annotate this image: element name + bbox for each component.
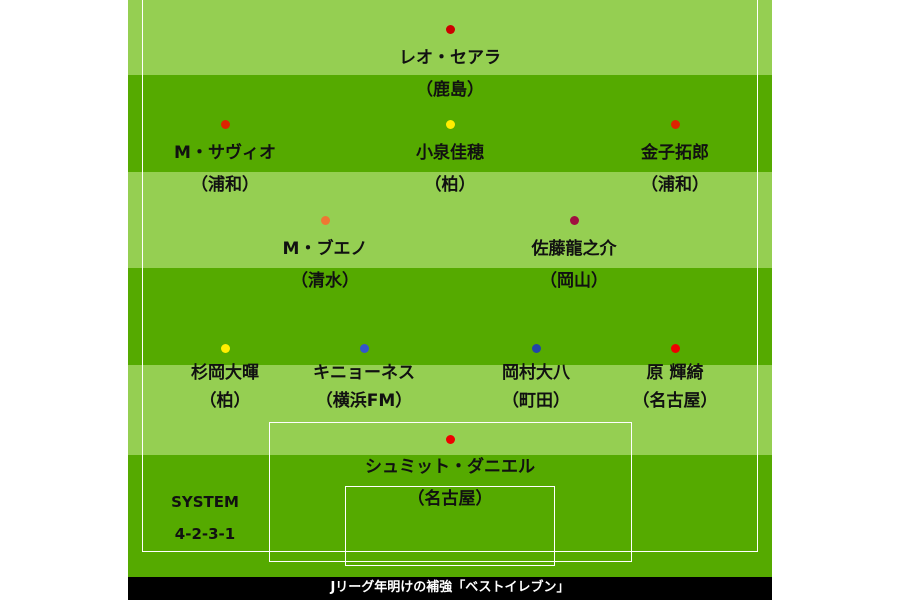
player-dot <box>445 120 455 129</box>
player-team: （柏） <box>199 391 251 411</box>
player-dot <box>531 344 541 353</box>
player-dot <box>220 120 230 129</box>
player-name: シュミット・ダニエル <box>365 457 535 477</box>
penalty-area <box>269 422 632 562</box>
player-dot <box>569 216 579 225</box>
player-name: 小泉佳穂 <box>416 143 484 163</box>
player-team: （岡山） <box>540 271 608 291</box>
player-lb[interactable]: 杉岡大暉 （柏） <box>128 344 325 411</box>
system-label: SYSTEM <box>171 493 239 511</box>
player-name: 杉岡大暉 <box>191 363 259 383</box>
football-pitch: レオ・セアラ （鹿島） M・サヴィオ （浦和） 小泉佳穂 （柏） 金子拓郎 （浦… <box>128 0 772 577</box>
player-rw[interactable]: 金子拓郎 （浦和） <box>575 120 772 195</box>
player-lw[interactable]: M・サヴィオ （浦和） <box>128 120 325 195</box>
player-team: （清水） <box>291 271 359 291</box>
player-team: （名古屋） <box>632 391 718 411</box>
player-fw[interactable]: レオ・セアラ （鹿島） <box>350 25 550 100</box>
caption-bar: Jリーグ年明けの補強「ベストイレブン」 <box>128 577 772 600</box>
player-dot <box>445 435 455 444</box>
player-dm-right[interactable]: 佐藤龍之介 （岡山） <box>474 216 674 291</box>
touchline <box>142 0 758 552</box>
player-dot <box>670 344 680 353</box>
player-dot <box>320 216 330 225</box>
player-team: （町田） <box>502 391 570 411</box>
player-am[interactable]: 小泉佳穂 （柏） <box>350 120 550 195</box>
player-name: キニョーネス <box>313 363 415 383</box>
player-gk[interactable]: シュミット・ダニエル （名古屋） <box>350 435 550 509</box>
player-rb[interactable]: 原 輝綺 （名古屋） <box>575 344 772 411</box>
goal-area <box>345 486 555 566</box>
pitch-stripe <box>128 172 772 268</box>
player-name: M・ブエノ <box>282 239 368 259</box>
player-name: M・サヴィオ <box>174 143 276 163</box>
pitch-stripe <box>128 0 772 75</box>
player-cb-left[interactable]: キニョーネス （横浜FM） <box>264 344 464 411</box>
player-team: （浦和） <box>641 175 709 195</box>
player-cb-right[interactable]: 岡村大八 （町田） <box>436 344 636 411</box>
formation-info: SYSTEM 4-2-3-1 <box>168 492 242 544</box>
system-value: 4-2-3-1 <box>174 525 236 543</box>
player-dot <box>220 344 230 353</box>
player-team: （浦和） <box>191 175 259 195</box>
player-name: 岡村大八 <box>502 363 570 383</box>
player-dot <box>670 120 680 129</box>
player-dot <box>359 344 369 353</box>
player-team: （鹿島） <box>416 80 484 100</box>
player-dm-left[interactable]: M・ブエノ （清水） <box>225 216 425 291</box>
player-team: （柏） <box>424 175 476 195</box>
player-name: 原 輝綺 <box>646 363 704 383</box>
player-name: レオ・セアラ <box>399 48 501 68</box>
player-name: 佐藤龍之介 <box>531 239 617 259</box>
player-team: （名古屋） <box>407 489 493 509</box>
player-team: （横浜FM） <box>315 391 413 411</box>
player-dot <box>445 25 455 34</box>
player-name: 金子拓郎 <box>641 143 709 163</box>
